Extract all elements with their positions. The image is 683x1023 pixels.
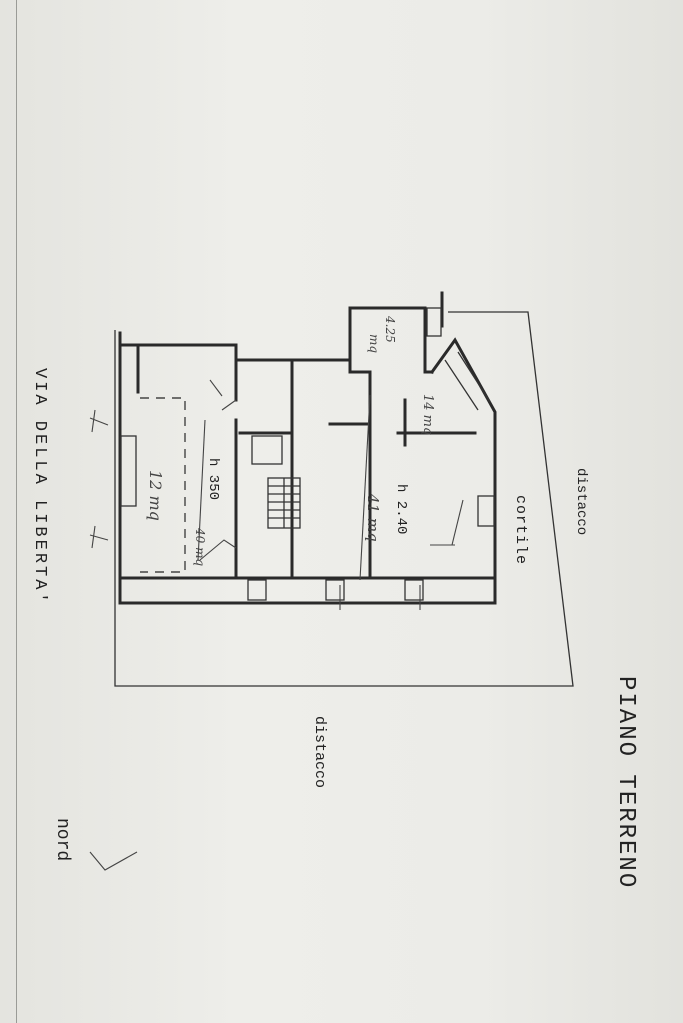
property-boundary (114, 311, 574, 687)
area-note-left-small: 40 mq (193, 527, 207, 566)
area-note-corner-b: mq (367, 334, 381, 353)
setback-label-top: distacco (573, 468, 589, 535)
area-note-corner-a: 4.25 (383, 315, 397, 343)
area-note-left: 12 mq (146, 470, 165, 521)
interior-walls (118, 358, 497, 580)
height-label-right: h 2.40 (393, 484, 409, 534)
courtyard-label: cortile (512, 495, 529, 565)
north-label: nord (52, 818, 72, 861)
outer-walls (118, 291, 497, 605)
north-arrow-icon (89, 851, 138, 871)
windows (120, 307, 495, 601)
hand-dimensions (89, 394, 464, 610)
plan-title: PIANO TERRENO (612, 676, 639, 889)
setback-label-bottom: distacco (311, 716, 328, 788)
street-label: VIA DELLA LIBERTA' (30, 368, 49, 606)
staircase (251, 435, 301, 529)
portico-outline (140, 397, 186, 573)
portico-diagonals (209, 379, 223, 397)
area-note-center: 41 mq (364, 493, 382, 542)
area-note-storage: 14 mq (420, 394, 435, 435)
sheet-edge (16, 0, 17, 1023)
height-label-left: h 350 (205, 458, 221, 500)
